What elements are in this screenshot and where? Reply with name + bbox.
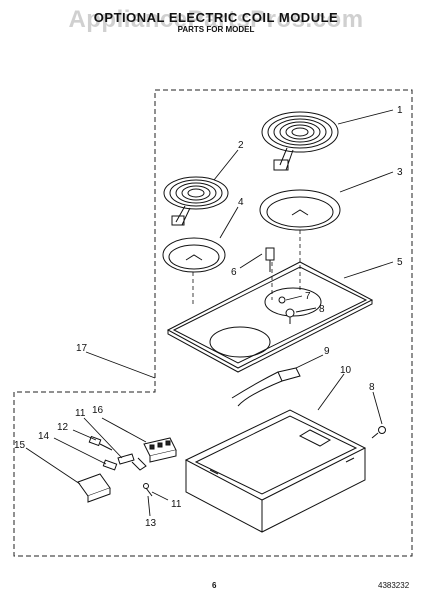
ground-screw xyxy=(143,483,153,497)
watermark: AppliancePartsPros.com xyxy=(68,6,364,33)
page-number: 6 xyxy=(212,581,217,590)
callout-9: 9 xyxy=(324,346,330,357)
small-coil-element xyxy=(163,176,229,226)
callout-10: 10 xyxy=(340,365,352,376)
mounting-screws xyxy=(278,296,295,324)
alignment-lines xyxy=(192,230,301,305)
callout-6: 6 xyxy=(231,267,237,278)
power-cord xyxy=(231,367,301,407)
callout-1: 1 xyxy=(397,105,403,116)
callout-11-top: 11 xyxy=(75,408,86,419)
callout-2: 2 xyxy=(238,140,244,151)
wire-clips xyxy=(117,453,147,471)
module-box-tray xyxy=(184,409,367,533)
tray-screw xyxy=(371,426,386,439)
callout-4: 4 xyxy=(238,197,244,208)
callout-3: 3 xyxy=(397,167,403,178)
module-top-plate xyxy=(166,261,374,373)
callout-labels: 1 2 3 4 5 6 7 8 9 10 8 11 12 14 15 16 17… xyxy=(14,105,403,529)
callout-14: 14 xyxy=(38,431,50,442)
small-drip-bowl xyxy=(162,237,226,273)
module-boundary-dashed xyxy=(13,89,413,557)
junction-box xyxy=(77,473,111,503)
callout-15: 15 xyxy=(14,440,26,451)
wire-terminal xyxy=(102,459,118,471)
callout-8-right: 8 xyxy=(369,382,375,393)
callout-leaders xyxy=(25,109,394,517)
receptacle xyxy=(265,247,275,272)
callout-13: 13 xyxy=(145,518,157,529)
document-number: 4383232 xyxy=(378,581,410,590)
callout-8: 8 xyxy=(319,304,325,315)
terminal-block xyxy=(143,437,177,463)
page-title: OPTIONAL ELECTRIC COIL MODULE xyxy=(93,10,339,25)
callout-17: 17 xyxy=(76,343,88,354)
large-drip-bowl xyxy=(259,189,341,231)
callout-12: 12 xyxy=(57,422,69,433)
callout-7: 7 xyxy=(305,291,311,302)
callout-5: 5 xyxy=(397,257,403,268)
large-coil-element xyxy=(261,111,339,171)
callout-11-bottom: 11 xyxy=(171,499,182,510)
callout-16: 16 xyxy=(92,405,104,416)
page-subtitle: PARTS FOR MODEL xyxy=(177,25,255,34)
